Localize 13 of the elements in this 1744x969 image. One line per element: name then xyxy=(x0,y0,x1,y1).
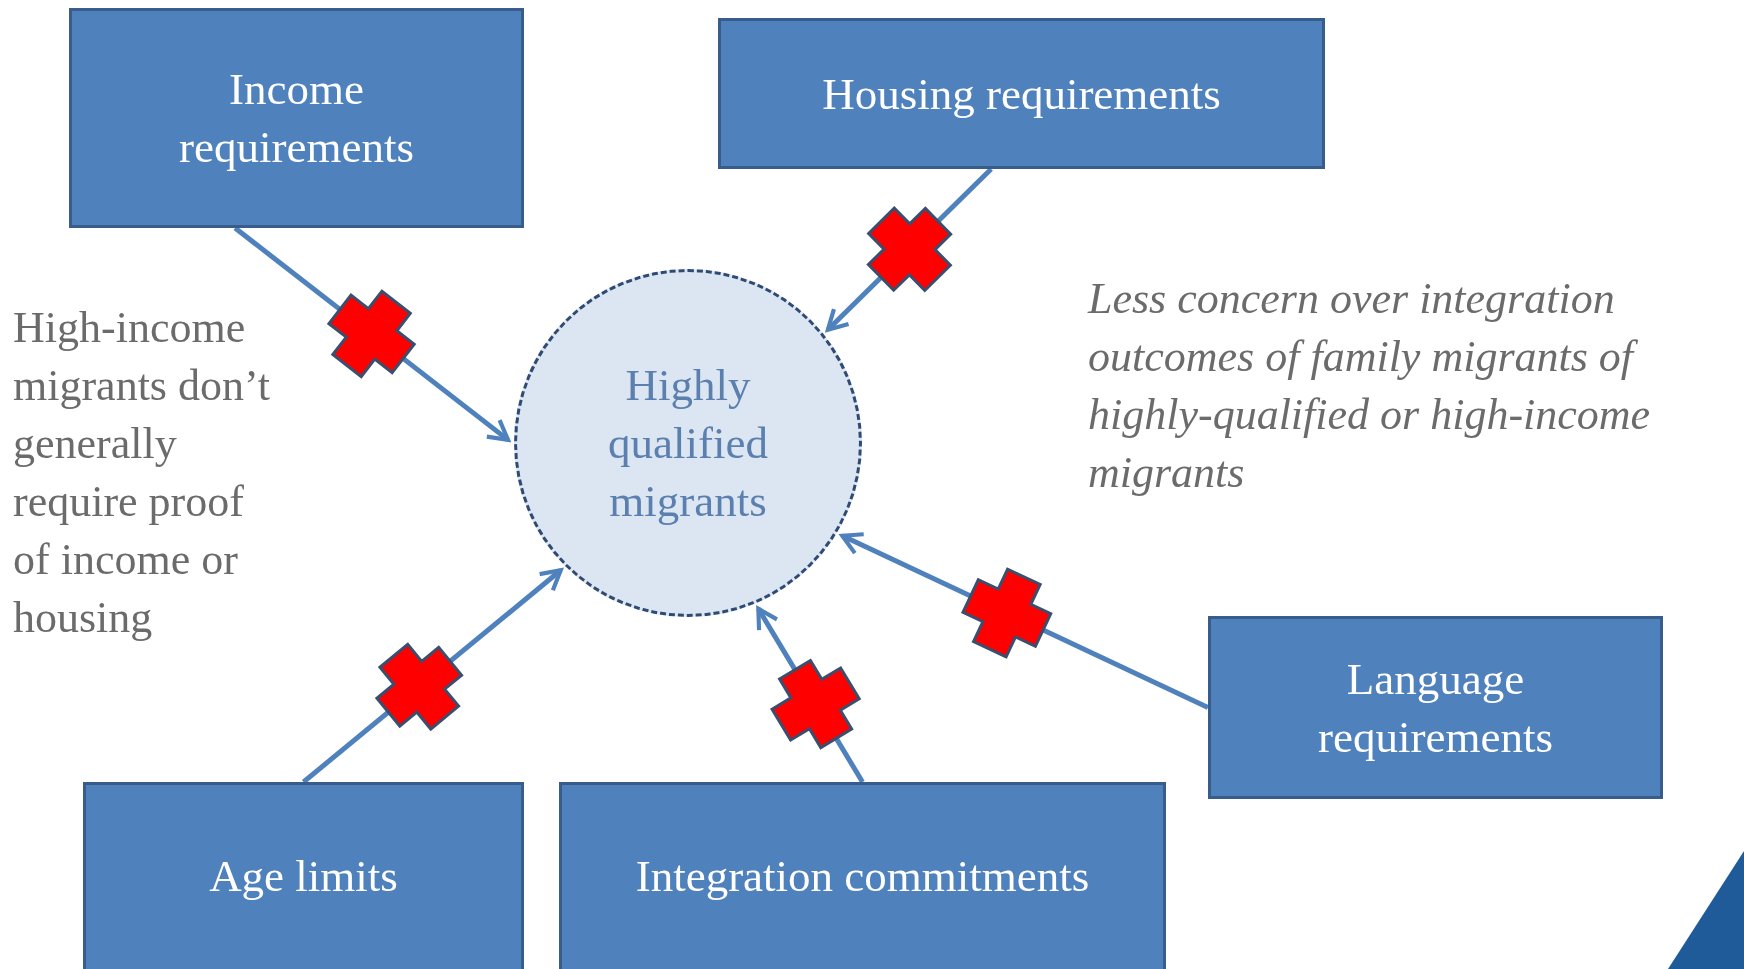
process-box xyxy=(1208,616,1663,799)
node-text: Income requirements xyxy=(178,63,415,174)
process-box xyxy=(69,8,524,228)
node-text: Housing requirements xyxy=(822,67,1221,121)
note-text: Less concern over integration outcomes of family migrants of highly-qualified or high-income migrants xyxy=(1088,273,1652,499)
node-text: Integration commitments xyxy=(635,850,1090,903)
process-box xyxy=(83,782,524,969)
node-text: Age limits xyxy=(209,850,398,903)
node-text: Highly qualified migrants xyxy=(607,359,769,528)
node-text: Language requirements xyxy=(1317,652,1554,764)
note-text: High-income migrants don’t generally require proof of income or housing xyxy=(13,302,272,644)
process-box xyxy=(559,782,1166,969)
process-box xyxy=(718,18,1325,169)
